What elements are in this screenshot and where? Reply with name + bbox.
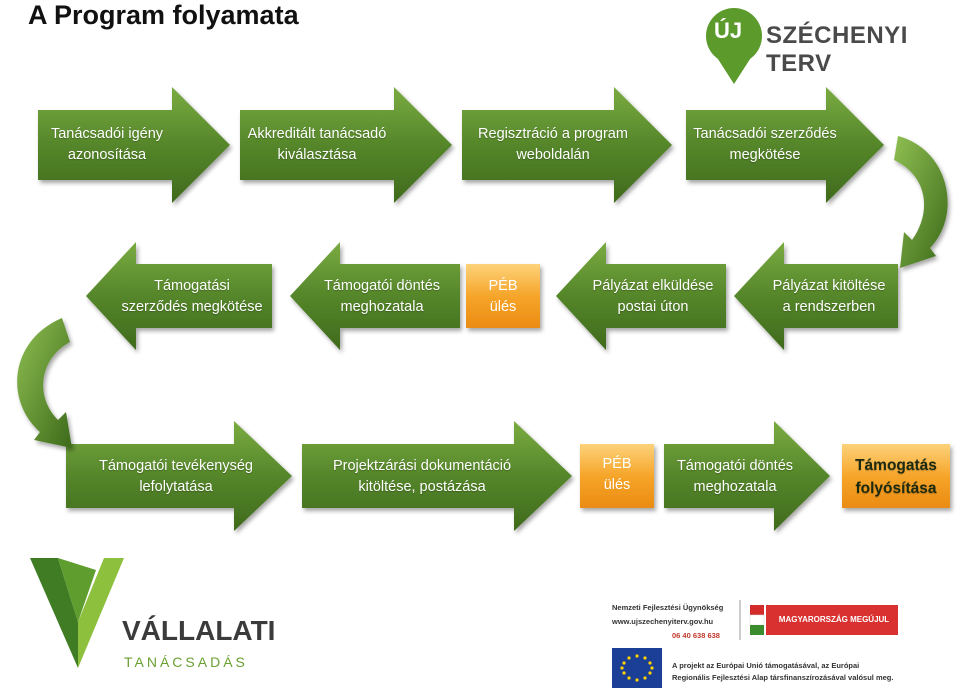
page-title: A Program folyamata	[28, 0, 299, 30]
step-arrow-7	[556, 242, 726, 350]
step-arrow-2	[240, 87, 452, 203]
step-arrow-5	[86, 242, 272, 350]
step-arrow-9	[66, 421, 292, 531]
final-box	[842, 444, 950, 508]
step-arrow-10	[302, 421, 572, 531]
agency-name: Nemzeti Fejlesztési Ügynökség	[612, 603, 724, 612]
step-arrow-1	[38, 87, 230, 203]
eu-text-2: Regionális Fejlesztési Alap társfinanszí…	[672, 673, 894, 682]
szechenyi-terv-logo	[706, 8, 762, 84]
step-arrow-11	[664, 421, 830, 531]
hungary-flag-icon	[749, 605, 898, 635]
vallalati-v-logo	[30, 558, 124, 668]
agency-phone: 06 40 638 638	[672, 631, 720, 640]
eu-text-1: A projekt az Európai Unió támogatásával,…	[672, 661, 860, 670]
step-arrow-4	[686, 87, 884, 203]
vallalati-logo-text: VÁLLALATI	[122, 615, 276, 646]
flag-text: MAGYARORSZÁG MEGÚJUL	[778, 615, 890, 624]
tanacsadas-logo-text: TANÁCSADÁS	[124, 654, 248, 670]
peb-box-2	[580, 444, 654, 508]
logo-name: SZÉCHENYI TERV	[766, 22, 908, 77]
curve-arrow-right	[894, 136, 948, 268]
step-arrow-8	[734, 242, 898, 350]
agency-web: www.ujszechenyiterv.gov.hu	[612, 617, 714, 626]
eu-flag-icon	[612, 648, 662, 688]
curve-arrow-left	[17, 318, 72, 448]
step-arrow-3	[462, 87, 672, 203]
peb-box-1	[466, 264, 540, 328]
step-arrow-6	[290, 242, 460, 350]
logo-uj: ÚJ	[714, 18, 743, 43]
